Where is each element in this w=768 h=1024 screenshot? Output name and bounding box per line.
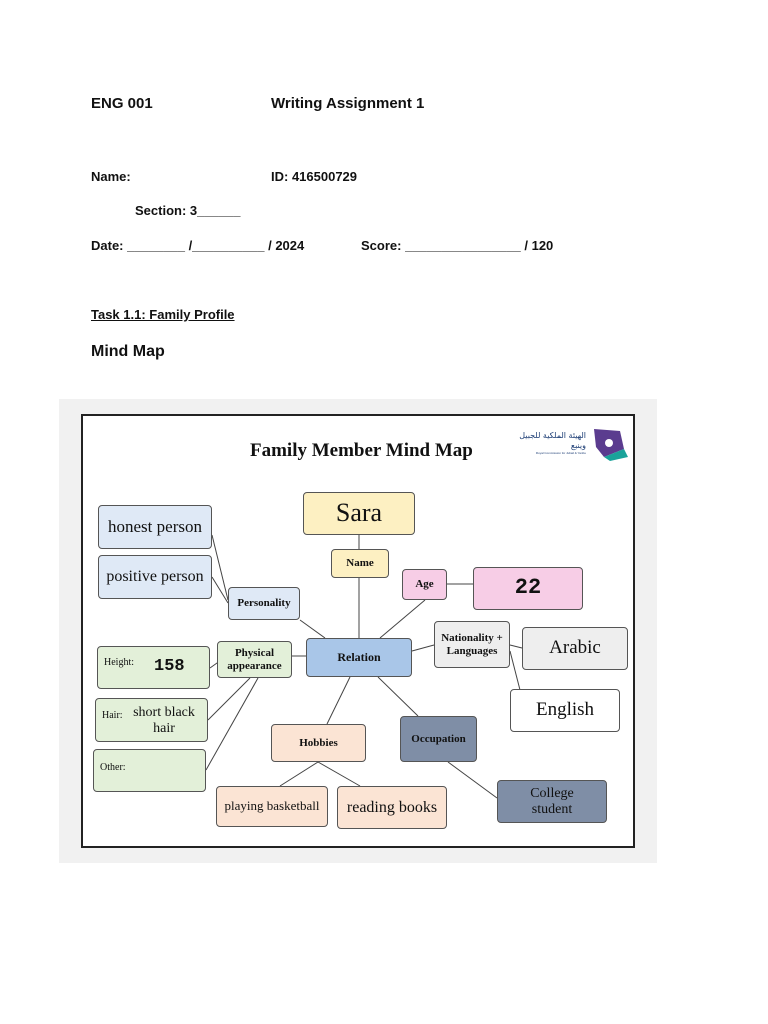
other-node: Other: [93, 749, 206, 792]
mind-map-title: Family Member Mind Map [250, 440, 473, 461]
hobby-basketball-node: playing basketball [216, 786, 328, 827]
hobbies-category-node: Hobbies [271, 724, 366, 762]
personality-positive-node: positive person [98, 555, 212, 599]
score-field: Score: ________________ / 120 [361, 238, 554, 253]
student-id: ID: 416500729 [271, 169, 358, 184]
hair-node: Hair: short black hair [95, 698, 208, 742]
height-value: 158 [154, 657, 185, 676]
logo-text: الهيئة الملكية للجبيل وينبع [519, 431, 586, 450]
hair-label: Hair: [102, 710, 123, 721]
logo: الهيئة الملكية للجبيل وينبع Royal Commis… [514, 425, 630, 461]
personality-category-node: Personality [228, 587, 300, 620]
language-arabic-node: Arabic [522, 627, 628, 670]
section-subtitle: Mind Map [91, 343, 165, 360]
logo-subtext: Royal Commission for Jubail & Yanbu [535, 451, 586, 455]
physical-category-node: Physical appearance [217, 641, 292, 678]
occupation-category-node: Occupation [400, 716, 477, 762]
personality-honest-node: honest person [98, 505, 212, 549]
occupation-value-node: College student [497, 780, 607, 823]
task-title: Task 1.1: Family Profile [91, 307, 235, 322]
course-code: ENG 001 [91, 95, 153, 112]
assignment-title: Writing Assignment 1 [271, 95, 425, 112]
height-node: Height: 158 [97, 646, 210, 689]
nationality-category-node: Nationality + Languages [434, 621, 510, 668]
height-label: Height: [104, 657, 134, 668]
name-label: Name: [91, 169, 131, 184]
age-category-node: Age [402, 569, 447, 600]
hobby-reading-node: reading books [337, 786, 447, 829]
name-category-node: Name [331, 549, 389, 578]
date-field: Date: ________ /__________ / 2024 [91, 238, 305, 253]
hair-value: short black hair [133, 705, 195, 736]
name-value-node: Sara [303, 492, 415, 535]
age-value-node: 22 [473, 567, 583, 610]
other-label: Other: [100, 762, 126, 773]
logo-icon [594, 429, 628, 461]
language-english-node: English [510, 689, 620, 732]
section-field: Section: 3______ [135, 203, 241, 218]
relation-center-node: Relation [306, 638, 412, 677]
